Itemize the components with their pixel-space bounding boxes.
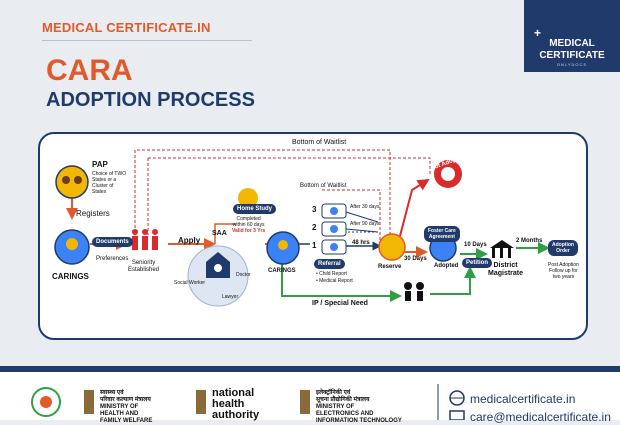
brand-name: MEDICAL CERTIFICATE.IN xyxy=(42,20,211,35)
page-subtitle: ADOPTION PROCESS xyxy=(46,89,255,111)
2-months-label: 2 Months xyxy=(516,238,543,244)
caring-left-label: CARINGS xyxy=(52,272,89,281)
registers-label: Registers xyxy=(76,209,110,218)
apply-label: Apply xyxy=(178,236,201,245)
national-emblem-icon-3 xyxy=(300,390,310,414)
adopted-label: Adopted xyxy=(434,263,459,269)
rank-1: 1 xyxy=(312,241,317,250)
30-days-label: 30 Days xyxy=(404,256,427,262)
medical-certificate-logo[interactable]: + MEDICAL CERTIFICATE ONLYDOCS xyxy=(524,0,620,72)
documents-pill: Documents xyxy=(92,237,133,247)
home-study-pill: Home Study xyxy=(233,204,277,214)
website-link[interactable]: medicalcertificate.in xyxy=(470,392,576,406)
plus-icon: + xyxy=(534,26,542,40)
pap-label: PAP xyxy=(92,160,108,169)
rank-2: 2 xyxy=(312,223,317,232)
logo-line2: CERTIFICATE xyxy=(539,50,605,61)
national-emblem-icon-2 xyxy=(196,390,206,414)
logo-tagline: ONLYDOCS xyxy=(556,62,588,67)
page-title: CARA xyxy=(46,54,133,87)
footer-emblems xyxy=(31,384,465,420)
after-90-days: After 90 days xyxy=(350,221,380,227)
48-hrs-label: 48 hrs xyxy=(352,240,370,246)
logo-line1: MEDICAL xyxy=(549,38,595,49)
ip-special-need-label: IP / Special Need xyxy=(312,300,368,307)
preferences-label: Preferences xyxy=(96,256,129,262)
header-area: MEDICAL CERTIFICATE.IN CARA ADOPTION PRO… xyxy=(0,0,620,120)
petition-pill: Petition xyxy=(462,258,492,268)
adoption-process-diagram xyxy=(38,132,588,340)
10-days-label: 10 Days xyxy=(464,242,487,248)
brand-divider xyxy=(42,40,252,41)
bottom-waitlist-top-label: Bottom of Waitlist xyxy=(292,139,347,146)
referral-reports: • Child Report• Medical Report xyxy=(316,271,353,284)
national-emblem-icon xyxy=(84,390,94,414)
footer-stripe xyxy=(0,366,620,372)
doctor-label: Doctor xyxy=(236,272,251,278)
referral-pill: Referral xyxy=(314,259,345,269)
social-worker-label: Social Worker xyxy=(174,280,206,286)
saa-label: SAA xyxy=(212,230,227,237)
rank-3: 3 xyxy=(312,205,317,214)
reserve-label: Reserve xyxy=(378,264,402,270)
lawyer-label: Lawyer xyxy=(222,294,239,300)
caring-mid-label: CARINGS xyxy=(268,268,296,274)
email-link[interactable]: care@medicalcertificate.in xyxy=(470,410,611,424)
bottom-waitlist-mid-label: Bottom of Waitlist xyxy=(300,183,347,189)
mail-icon xyxy=(449,410,465,420)
after-30-days: After 30 days xyxy=(350,204,380,210)
